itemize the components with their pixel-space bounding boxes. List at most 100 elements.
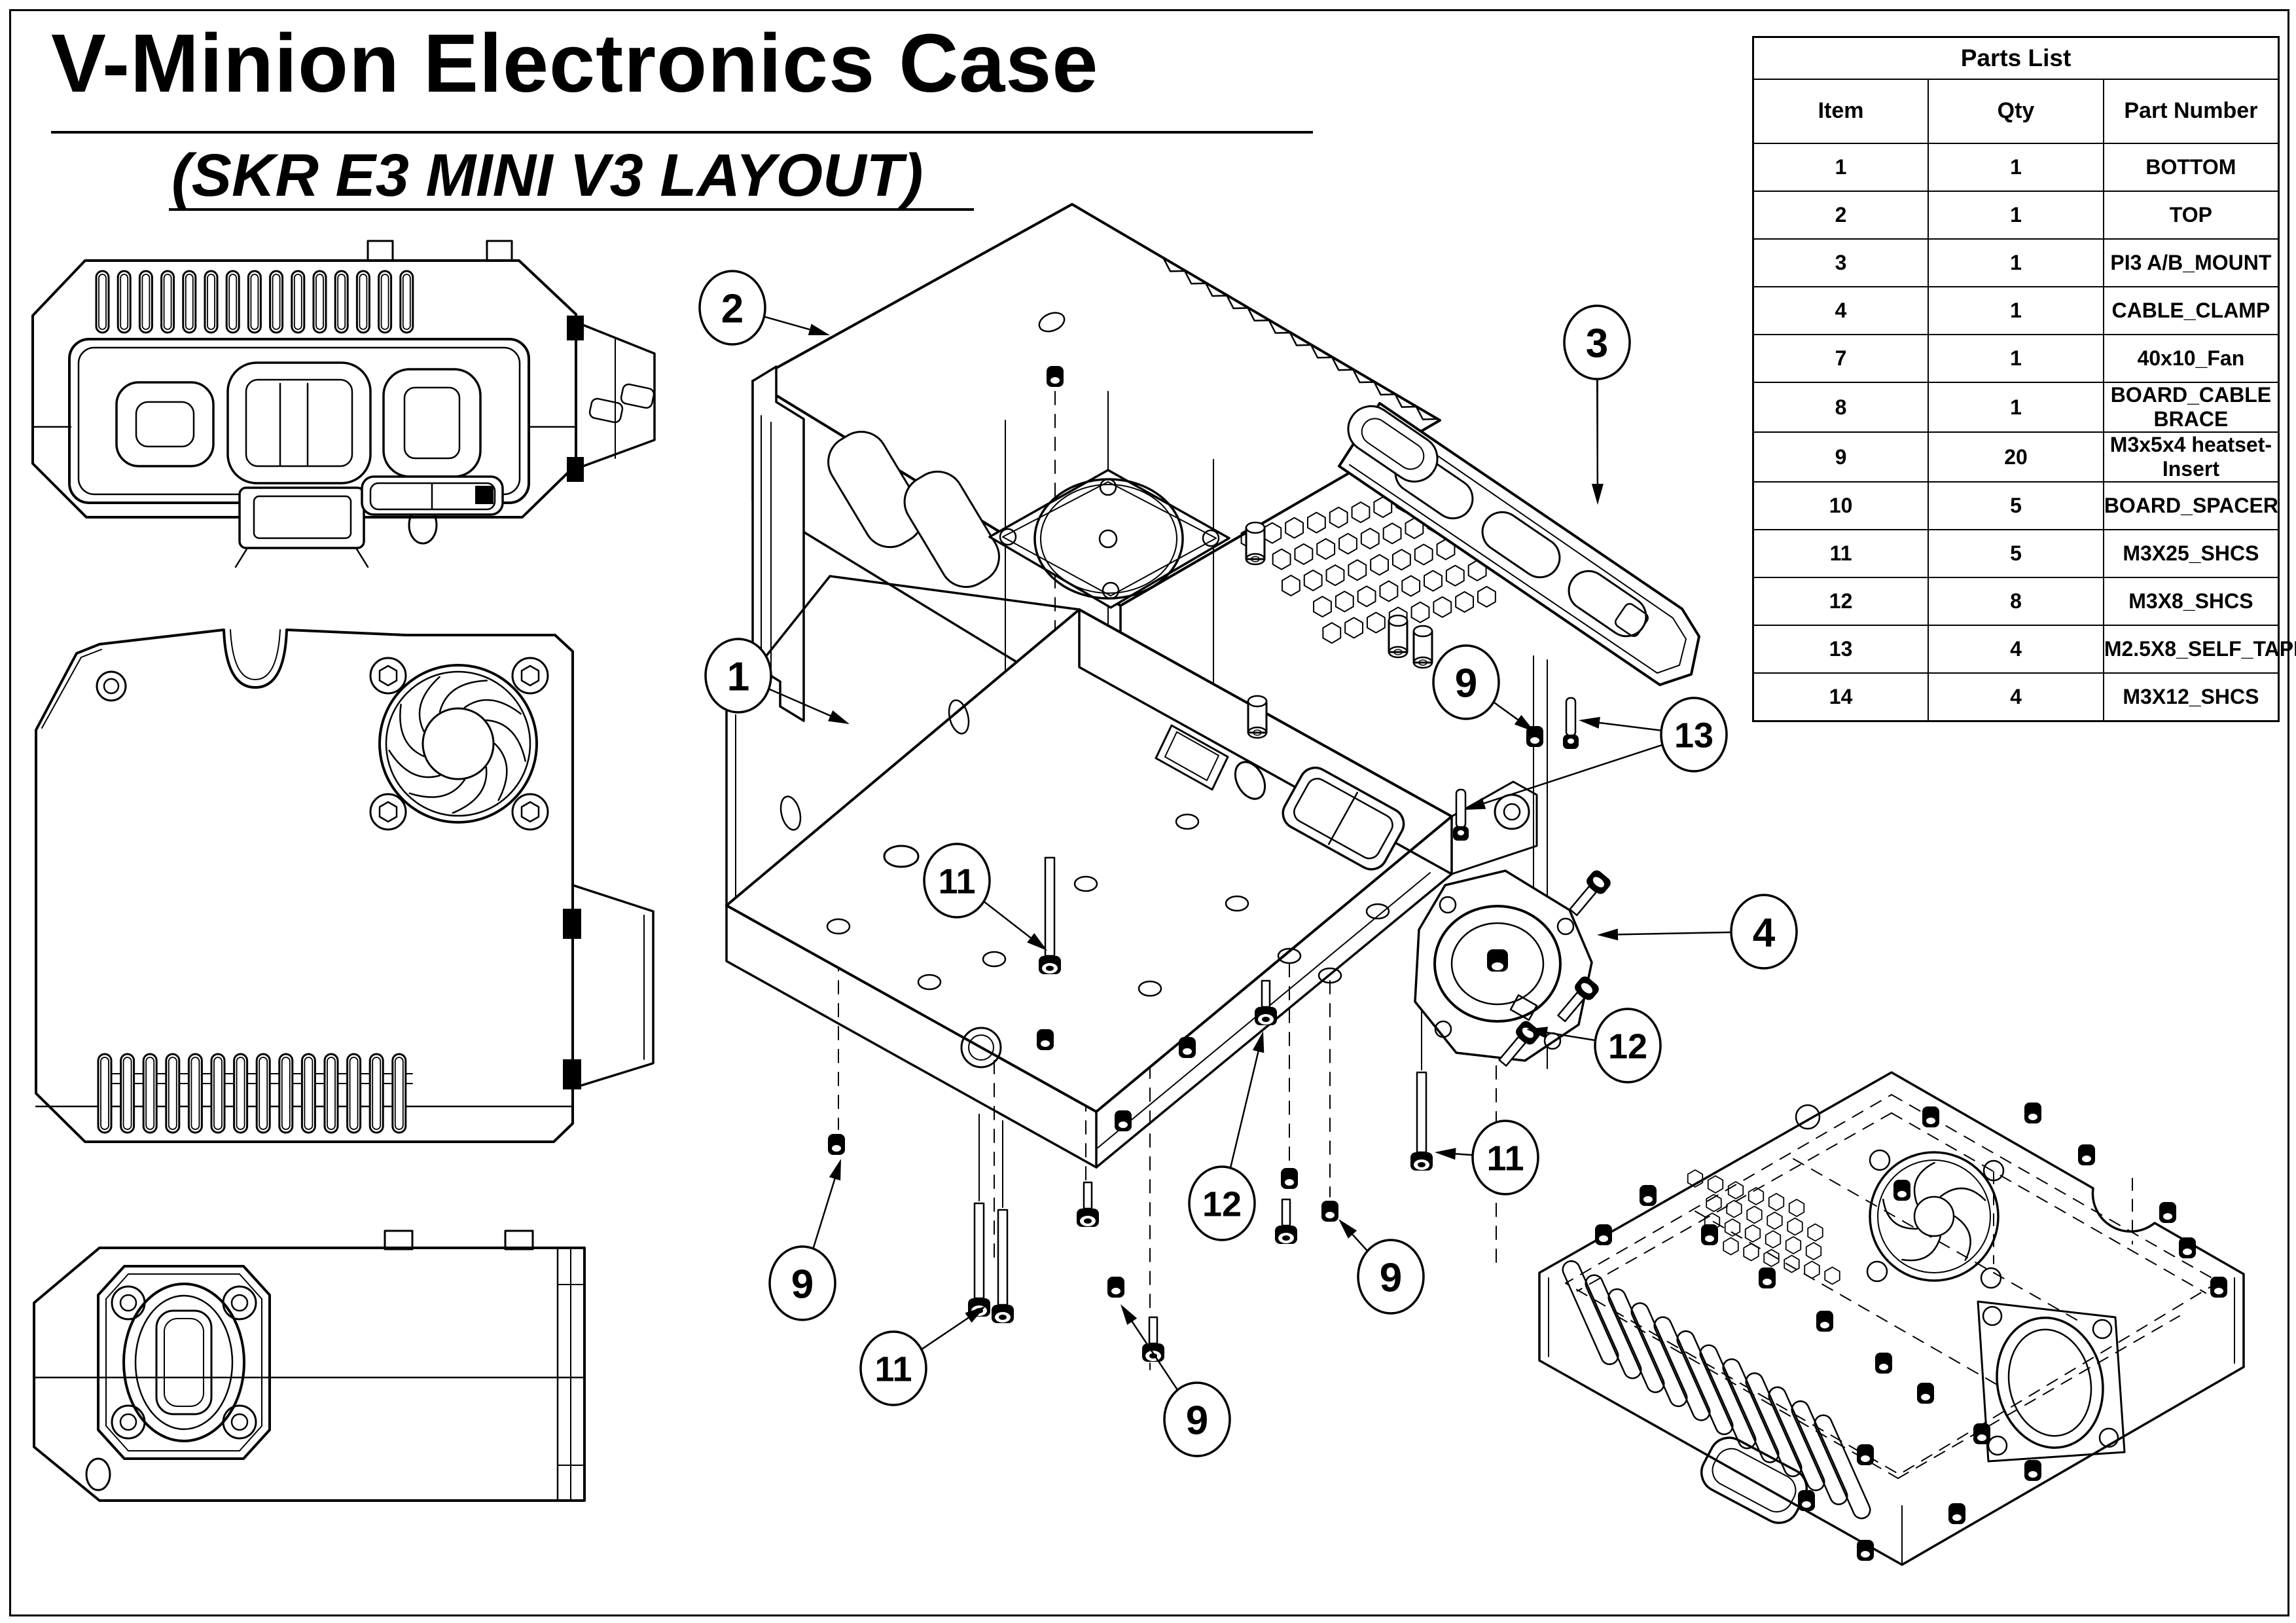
part-qty: 8 <box>1928 577 2104 626</box>
balloon-9: 9 <box>1358 1240 1424 1313</box>
pi3-mount-drawing <box>1339 397 1699 685</box>
balloon-13: 13 <box>1661 698 1727 771</box>
balloon-1: 1 <box>706 639 771 712</box>
part-qty: 1 <box>1928 382 2104 433</box>
balloon-9: 9 <box>1164 1383 1230 1456</box>
drawing-title: V-Minion Electronics Case <box>51 17 1099 109</box>
svg-text:11: 11 <box>874 1349 912 1389</box>
svg-text:4: 4 <box>1753 910 1776 955</box>
side-fan-drawing <box>370 658 548 830</box>
part-qty: 5 <box>1928 529 2104 578</box>
part-item: 13 <box>1752 625 1929 674</box>
parts-list-title: Parts List <box>1752 36 2280 80</box>
part-item: 4 <box>1752 286 1929 335</box>
svg-text:11: 11 <box>938 862 975 901</box>
part-qty: 1 <box>1928 334 2104 383</box>
svg-text:9: 9 <box>791 1262 814 1307</box>
svg-text:9: 9 <box>1186 1398 1208 1443</box>
part-number: TOP <box>2102 191 2280 240</box>
sheet-border <box>9 9 2289 1616</box>
svg-text:3: 3 <box>1586 321 1608 366</box>
balloon-12: 12 <box>1595 1009 1660 1082</box>
part-qty: 4 <box>1928 672 2104 722</box>
part-item: 12 <box>1752 577 1929 626</box>
part-qty: 1 <box>1928 238 2104 287</box>
svg-text:12: 12 <box>1202 1184 1242 1224</box>
iso-vent-slots <box>1560 1258 1873 1521</box>
part-number: M3X12_SHCS <box>2102 672 2280 722</box>
part-qty: 1 <box>1928 191 2104 240</box>
part-qty: 5 <box>1928 481 2104 530</box>
part-item: 9 <box>1752 431 1929 483</box>
part-number: 40x10_Fan <box>2102 334 2280 383</box>
front-view-drawing <box>33 241 655 567</box>
front-vent-slots <box>96 271 413 333</box>
svg-text:9: 9 <box>1380 1255 1402 1300</box>
part-item: 7 <box>1752 334 1929 383</box>
svg-text:13: 13 <box>1674 716 1713 755</box>
title-underline <box>51 131 1313 134</box>
part-qty: 20 <box>1928 431 2104 483</box>
fan-part-drawing <box>990 470 1229 608</box>
balloon-11: 11 <box>1473 1121 1538 1194</box>
part-number: PI3 A/B_MOUNT <box>2102 238 2280 287</box>
iso-fan-drawing <box>1867 1150 2003 1288</box>
balloon-9: 9 <box>770 1247 835 1320</box>
balloon-4: 4 <box>1731 895 1797 968</box>
cable-clamp-drawing <box>1415 871 1592 1061</box>
svg-text:12: 12 <box>1608 1027 1647 1066</box>
part-number: M3X8_SHCS <box>2102 577 2280 626</box>
col-header-item: Item <box>1752 79 1929 144</box>
part-qty: 4 <box>1928 625 2104 674</box>
part-item: 2 <box>1752 191 1929 240</box>
svg-text:9: 9 <box>1455 661 1477 706</box>
balloon-9: 9 <box>1433 646 1499 719</box>
part-number: BOARD_CABLE BRACE <box>2102 382 2280 433</box>
col-header-part-number: Part Number <box>2102 79 2280 144</box>
svg-text:11: 11 <box>1486 1139 1524 1178</box>
part-qty: 1 <box>1928 286 2104 335</box>
exploded-view-drawing <box>726 204 1699 1370</box>
part-item: 14 <box>1752 672 1929 722</box>
svg-text:1: 1 <box>727 654 749 699</box>
balloon-11: 11 <box>861 1332 926 1405</box>
side-vent-slots <box>98 1054 406 1133</box>
subtitle-underline <box>169 208 974 211</box>
col-header-qty: Qty <box>1928 79 2104 144</box>
part-number: M3X25_SHCS <box>2102 529 2280 578</box>
part-item: 8 <box>1752 382 1929 433</box>
callout-balloons: 2 3 1 9 13 4 11 12 11 12 9 11 9 9 <box>700 271 1797 1456</box>
balloon-3: 3 <box>1564 306 1630 379</box>
part-qty: 1 <box>1928 143 2104 192</box>
part-item: 1 <box>1752 143 1929 192</box>
part-number: BOTTOM <box>2102 143 2280 192</box>
part-number: M2.5X8_SELF_TAPING <box>2102 625 2296 674</box>
balloon-11: 11 <box>924 844 990 917</box>
part-number: BOARD_SPACER <box>2102 481 2280 530</box>
balloon-12: 12 <box>1189 1167 1255 1240</box>
assembled-iso-view-drawing <box>1539 1072 2244 1565</box>
part-item: 11 <box>1752 529 1929 578</box>
part-item: 3 <box>1752 238 1929 287</box>
bottom-view-drawing <box>34 1231 584 1501</box>
balloon-2: 2 <box>700 271 765 344</box>
part-number: M3x5x4 heatset-Insert <box>2102 431 2280 483</box>
svg-text:2: 2 <box>721 286 744 331</box>
bottom-tray-drawing <box>726 576 1537 1167</box>
part-item: 10 <box>1752 481 1929 530</box>
